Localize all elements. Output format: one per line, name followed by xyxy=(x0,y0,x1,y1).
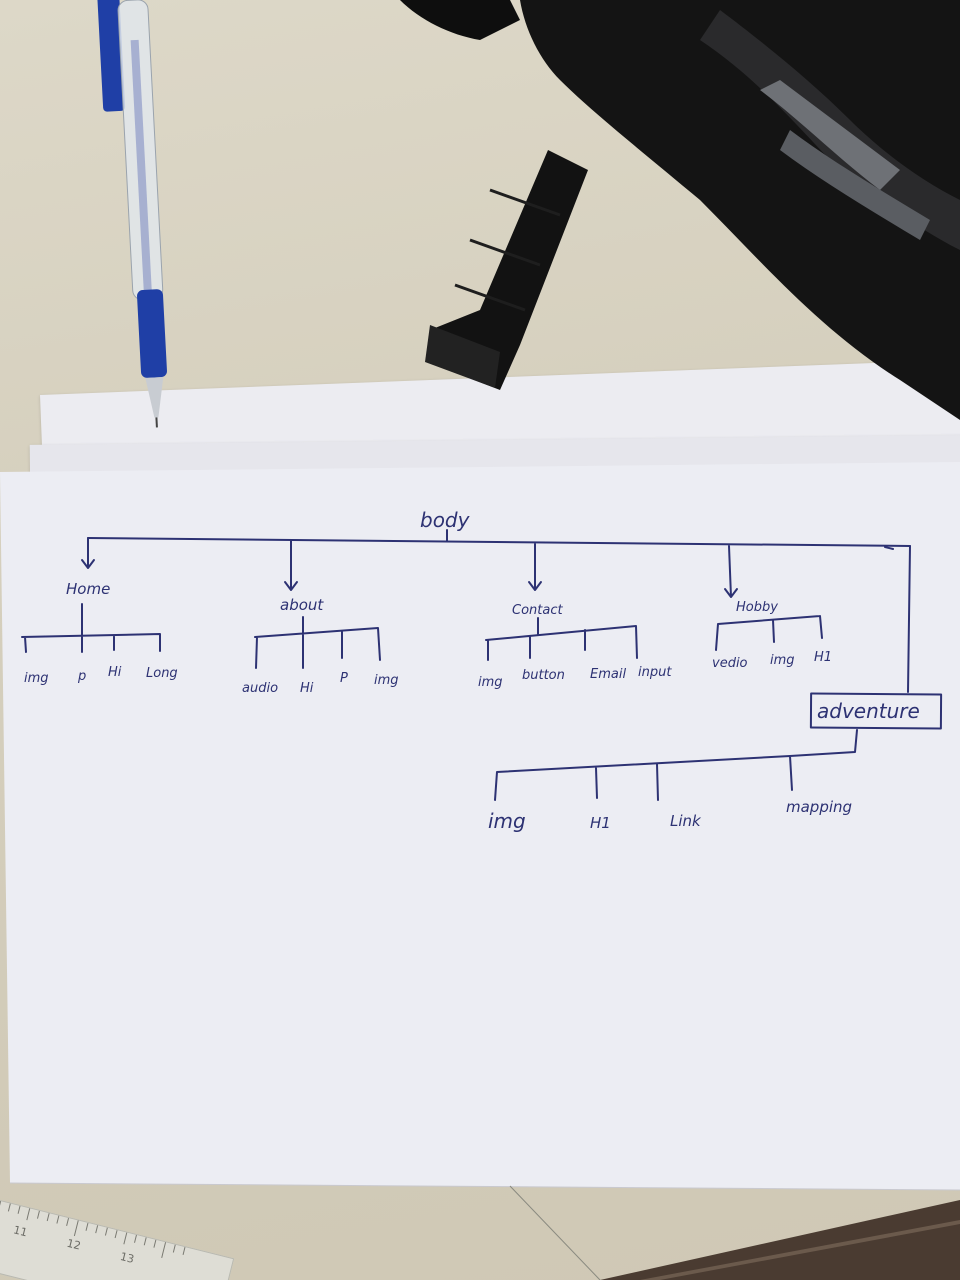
connector xyxy=(485,617,638,661)
node-about: about xyxy=(280,596,324,614)
node-adventure: adventure xyxy=(817,699,920,723)
node-home-child: img xyxy=(24,671,49,686)
node-about-child: Hi xyxy=(300,681,314,696)
node-about-child: P xyxy=(340,671,348,686)
arrow-icon xyxy=(724,545,738,598)
connector xyxy=(715,615,823,651)
connector xyxy=(21,603,161,653)
node-about-child: audio xyxy=(242,681,278,696)
connector xyxy=(907,545,911,693)
node-home-child: p xyxy=(77,669,86,684)
desk-edge xyxy=(600,1160,960,1280)
arrow-icon xyxy=(284,540,298,591)
connector xyxy=(494,729,858,801)
node-home: Home xyxy=(66,580,110,598)
connector xyxy=(87,537,911,547)
node-home-child: Long xyxy=(146,666,178,681)
node-contact-child: input xyxy=(638,665,672,680)
connector xyxy=(884,546,894,550)
node-adventure-child: mapping xyxy=(786,798,852,816)
node-contact-child: button xyxy=(522,668,565,683)
node-hobby-child: vedio xyxy=(712,656,748,671)
arrow-icon xyxy=(528,543,542,591)
node-contact-child: Email xyxy=(590,667,626,682)
node-hobby-child: img xyxy=(770,653,795,668)
node-adventure-child: img xyxy=(488,809,526,833)
connector xyxy=(254,616,381,669)
node-home-child: Hi xyxy=(108,665,122,680)
node-adventure-child: H1 xyxy=(590,814,611,832)
node-about-child: img xyxy=(374,673,399,688)
node-contact-child: img xyxy=(478,675,503,690)
node-hobby: Hobby xyxy=(736,600,778,615)
arrow-icon xyxy=(81,537,95,569)
node-hobby-child: H1 xyxy=(814,650,832,665)
node-contact: Contact xyxy=(512,603,563,618)
node-body: body xyxy=(420,508,471,532)
pen xyxy=(97,0,167,428)
node-adventure-child: Link xyxy=(670,812,702,830)
node-adventure-box xyxy=(809,692,943,730)
